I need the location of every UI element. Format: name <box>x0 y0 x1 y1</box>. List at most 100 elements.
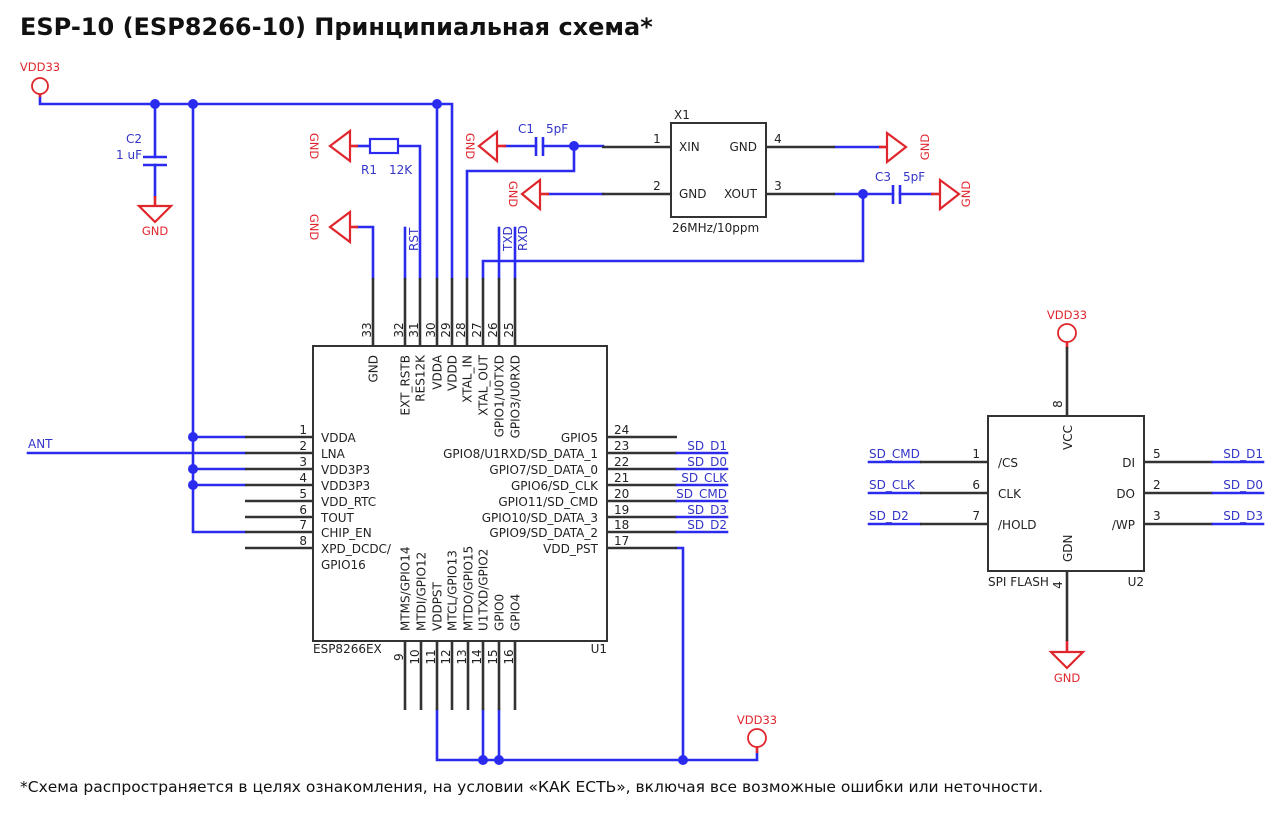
c3-ref: C3 <box>875 170 891 184</box>
net-label: SD_D2 <box>687 518 727 532</box>
pin-number: 30 <box>424 322 438 337</box>
pin-number: 31 <box>407 322 421 337</box>
pin-name: GPIO1/U0TXD <box>493 355 507 437</box>
net-label-ant: ANT <box>28 437 53 451</box>
vdd-pst-wire <box>675 546 685 762</box>
pin-number: 22 <box>614 455 629 469</box>
page-title: ESP-10 (ESP8266-10) Принципиальная схема… <box>20 13 653 41</box>
xtal-in-wire <box>465 144 576 280</box>
pin-name: XTAL_OUT <box>477 354 491 416</box>
res12k-wire <box>396 144 422 280</box>
ground-icon <box>885 130 908 165</box>
c3-value: 5pF <box>903 170 925 184</box>
ground-icon <box>136 204 174 224</box>
pin-number: 8 <box>1051 400 1065 408</box>
disclaimer-footnote: *Схема распространяется в целях ознакомл… <box>20 778 1043 796</box>
pin-number: 1 <box>299 423 307 437</box>
pin-name: GPIO5 <box>561 431 598 445</box>
pin-number: 2 <box>299 439 307 453</box>
pin-name: GPIO8/U1RXD/SD_DATA_1 <box>443 447 598 461</box>
resistor-r1: R1 12K <box>361 137 413 177</box>
pin-name: CHIP_EN <box>321 526 372 540</box>
pin-name: VDD3P3 <box>321 463 370 477</box>
u2-ref: U2 <box>1128 575 1144 589</box>
u2-part-name: SPI FLASH <box>988 575 1049 589</box>
pin-number: 7 <box>972 509 980 523</box>
pin-number: 4 <box>299 471 307 485</box>
junction-dot <box>432 99 442 109</box>
vdd33-symbol-u2: VDD33 <box>1047 308 1087 343</box>
vdd33-icon <box>747 728 767 748</box>
gnd-symbol-c2: GND <box>136 204 174 238</box>
pin-number: 5 <box>1153 447 1161 461</box>
c1-value: 5pF <box>546 122 568 136</box>
pin-name: GPIO4 <box>509 594 523 631</box>
pin-name: VDD_PST <box>543 542 599 556</box>
capacitor-c2: C2 1 uF <box>116 132 167 167</box>
pin-name: MTMS/GPIO14 <box>399 547 413 632</box>
junction-dot <box>858 189 868 199</box>
vdd33-icon <box>31 77 49 95</box>
pin-name: VDD3P3 <box>321 479 370 493</box>
gnd-symbol-u2: GND <box>1048 650 1086 685</box>
pin-name: GPIO3/U0RXD <box>509 355 523 438</box>
pin-name: GND <box>729 140 757 154</box>
junction-dot <box>188 464 198 474</box>
vdd33-label: VDD33 <box>1047 308 1087 322</box>
pin-name: EXT_RSTB <box>399 355 413 415</box>
gnd-symbol-c1: GND <box>463 129 499 164</box>
pin-name: DI <box>1122 456 1135 470</box>
gnd-label: GND <box>307 214 321 241</box>
net-label-rst: RST <box>407 227 421 251</box>
pin-number: 11 <box>424 649 438 664</box>
gnd-label: GND <box>918 134 932 161</box>
pin-number: 24 <box>614 423 629 437</box>
pin-name: VDDA <box>321 431 356 445</box>
gnd-label: GND <box>506 181 520 208</box>
crystal-x1: X1 26MHz/10ppm 1 2 3 4 XIN GND XOUT GND <box>602 108 835 235</box>
pin-number: 4 <box>1051 581 1065 589</box>
pin-name: MTCL/GPIO13 <box>446 550 460 631</box>
capacitor-c3: C3 5pF <box>875 170 925 204</box>
net-label: SD_CMD <box>869 447 920 461</box>
r1-value: 12K <box>389 163 413 177</box>
c1-ref: C1 <box>518 122 534 136</box>
pin-name: VCC <box>1061 425 1075 450</box>
gnd-label: GND <box>1054 671 1081 685</box>
pin-number: 29 <box>439 322 453 337</box>
pin-name: VDDD <box>446 355 460 391</box>
gnd-symbol-c3: GND <box>938 177 973 212</box>
junction-dot <box>678 755 688 765</box>
c2-ref: C2 <box>126 132 142 146</box>
pin-number: 12 <box>439 649 453 664</box>
pin-number: 25 <box>502 322 516 337</box>
ground-icon <box>938 177 961 212</box>
vdd33-symbol-top-left: VDD33 <box>20 60 60 95</box>
pin-name: DO <box>1116 487 1135 501</box>
gnd-symbol-r1: GND <box>307 128 352 164</box>
pin-number: 8 <box>299 534 307 548</box>
pin-number: 2 <box>1153 478 1161 492</box>
vdd33-label: VDD33 <box>20 60 60 74</box>
pin-name: XIN <box>679 140 700 154</box>
net-label: SD_D3 <box>1223 509 1263 523</box>
pin-number: 13 <box>455 649 469 664</box>
